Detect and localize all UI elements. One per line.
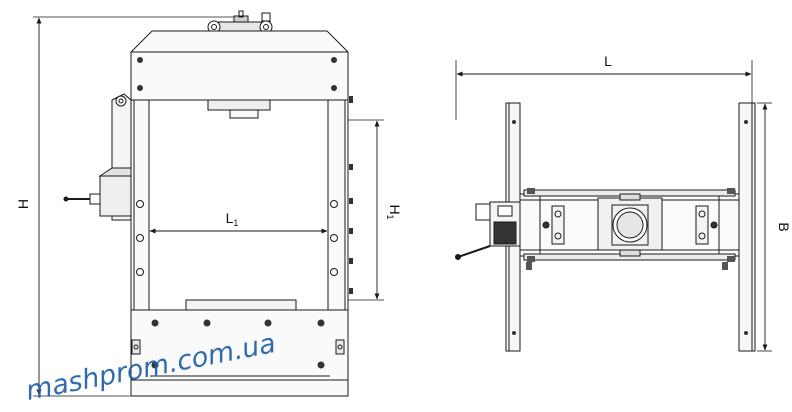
base-bolts bbox=[151, 319, 325, 369]
top-hand-pump bbox=[455, 201, 521, 260]
label-h1-main: H bbox=[387, 204, 403, 214]
dimension-h1 bbox=[348, 119, 384, 301]
press-head bbox=[130, 30, 349, 101]
base-side-lugs bbox=[131, 339, 345, 355]
label-h: H bbox=[15, 199, 31, 209]
top-view bbox=[455, 60, 772, 352]
dimension-b bbox=[757, 102, 772, 352]
label-b: B bbox=[776, 222, 792, 231]
crossbar-fittings bbox=[542, 205, 718, 245]
label-l1-main: L bbox=[226, 210, 234, 226]
column-holes bbox=[136, 200, 338, 276]
dimension-l bbox=[455, 60, 753, 120]
front-view bbox=[33, 10, 384, 397]
press-ram bbox=[207, 99, 271, 111]
corner-nuts bbox=[526, 188, 735, 270]
top-fittings bbox=[207, 10, 273, 34]
right-studs bbox=[349, 96, 353, 294]
right-beam bbox=[738, 102, 756, 352]
label-h1: H1 bbox=[385, 204, 403, 219]
label-l1-sub: 1 bbox=[233, 218, 238, 228]
hand-pump bbox=[63, 93, 132, 221]
label-l1: L1 bbox=[226, 210, 239, 228]
work-table bbox=[185, 299, 297, 311]
dimension-h bbox=[33, 16, 245, 397]
head-bolts bbox=[137, 57, 337, 91]
press-base bbox=[130, 309, 349, 397]
label-h1-sub: 1 bbox=[385, 215, 395, 220]
label-l: L bbox=[604, 53, 612, 69]
